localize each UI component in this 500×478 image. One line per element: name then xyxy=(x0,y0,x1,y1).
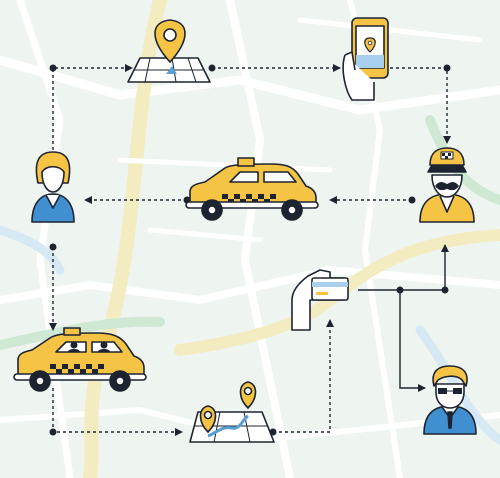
map-road xyxy=(0,55,500,115)
businessman-icon xyxy=(423,365,477,435)
connector-woman-to-pin xyxy=(52,64,133,150)
taxi-driver-icon xyxy=(419,147,475,223)
connector-dot xyxy=(408,196,416,204)
connector-dot xyxy=(49,243,57,251)
map-pin-icon xyxy=(127,19,211,83)
connector-dot xyxy=(441,286,449,294)
connector-dot xyxy=(396,286,404,294)
connector-payment-to-businessman xyxy=(399,290,426,392)
route-map-icon xyxy=(189,381,275,443)
connector-dot xyxy=(49,428,57,436)
connector-dots xyxy=(49,64,451,436)
map-road xyxy=(0,265,500,305)
connector-dot xyxy=(49,64,57,72)
map-road xyxy=(117,157,333,173)
map-road-yellow xyxy=(83,0,167,478)
map-road xyxy=(147,227,263,243)
credit-card-payment-icon xyxy=(291,269,349,331)
connector-dot xyxy=(208,64,216,72)
map-road-blue xyxy=(0,225,65,275)
connector-route-to-payment xyxy=(273,319,334,433)
map-road xyxy=(297,17,483,43)
map-road-green xyxy=(0,316,165,350)
woman-avatar-icon xyxy=(31,151,75,223)
smartphone-booking-icon xyxy=(342,17,389,101)
taxi-passengers-icon xyxy=(13,327,147,392)
connector-dot xyxy=(443,64,451,72)
taxi-car-icon xyxy=(185,157,319,221)
